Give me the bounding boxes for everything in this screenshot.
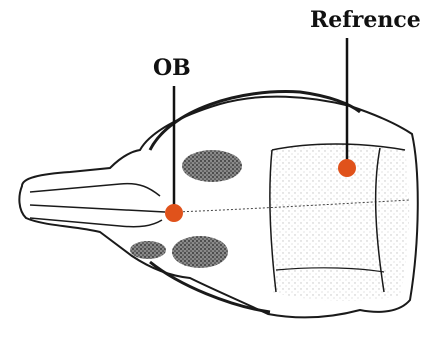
reference-label: Refrence bbox=[310, 7, 421, 33]
reference-marker bbox=[338, 159, 356, 177]
lower-rim-shade bbox=[130, 241, 166, 259]
ob-marker bbox=[165, 204, 183, 222]
skull bbox=[19, 92, 417, 318]
upper-orbit-shade bbox=[182, 150, 242, 182]
ob-label: OB bbox=[153, 55, 191, 81]
lower-orbit-shade bbox=[172, 236, 228, 268]
